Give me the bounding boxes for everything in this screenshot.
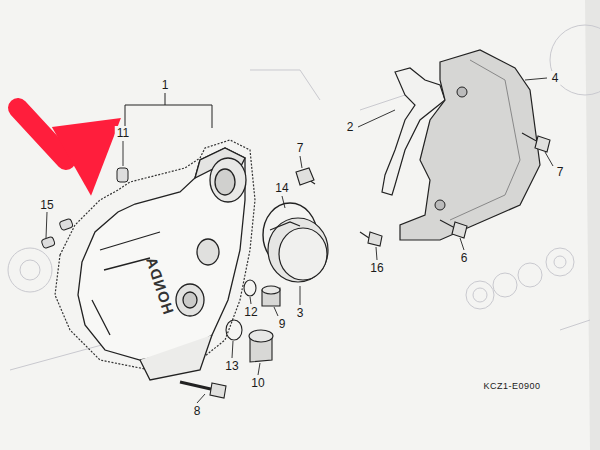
- callout-number: 4: [550, 71, 561, 85]
- callout-number: 10: [249, 376, 266, 390]
- callout-number: 7: [295, 141, 306, 155]
- callout-number: 15: [38, 198, 55, 212]
- callout-number: 14: [273, 181, 290, 195]
- callout-number: 1: [160, 78, 171, 92]
- callout-number: 7: [555, 165, 566, 179]
- callout-number: 12: [242, 305, 259, 319]
- callout-number: 9: [277, 317, 288, 331]
- callout-number: 16: [368, 261, 385, 275]
- figure-code: KCZ1-E0900: [481, 381, 542, 392]
- callout-number: 11: [115, 126, 131, 140]
- callout-number: 3: [295, 306, 306, 320]
- callout-number: 2: [345, 120, 356, 134]
- callout-number: 8: [192, 404, 203, 418]
- callout-number: 13: [223, 359, 240, 373]
- callout-number: 6: [459, 251, 470, 265]
